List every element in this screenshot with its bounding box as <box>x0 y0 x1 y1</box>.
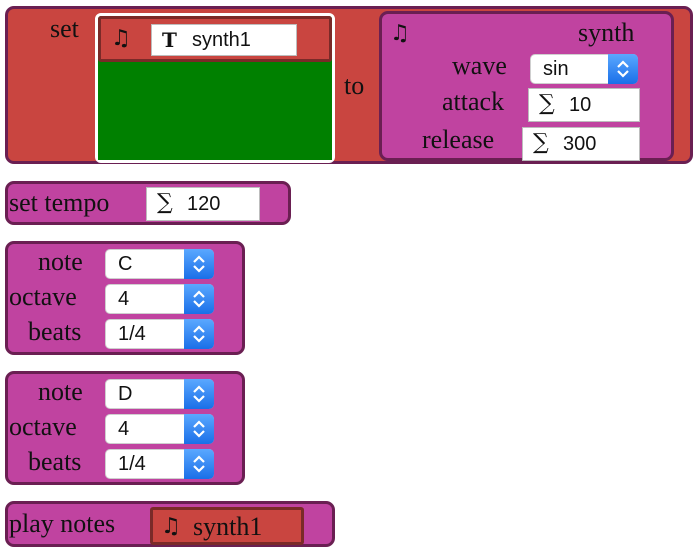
synth-block[interactable]: ♫ synth wave sin attack ∑ 10 release ∑ 3… <box>379 11 674 161</box>
note-value: D <box>118 383 133 405</box>
release-value: 300 <box>563 133 597 155</box>
play-notes-block[interactable]: play notes ♫ synth1 <box>5 501 335 547</box>
set-block[interactable]: set ♫ T synth1 to ♫ synth wave sin attac… <box>5 6 693 164</box>
attack-field[interactable]: ∑ 10 <box>528 88 640 122</box>
octave-select[interactable]: 4 <box>105 414 214 444</box>
note-select[interactable]: C <box>105 249 214 279</box>
attack-value: 10 <box>569 94 592 116</box>
select-arrows-icon <box>184 379 214 409</box>
wave-select[interactable]: sin <box>530 54 638 84</box>
set-label: set <box>50 14 79 43</box>
octave-value: 4 <box>118 418 130 440</box>
music-note-icon: ♫ <box>390 21 410 46</box>
music-note-icon: ♫ <box>111 26 131 51</box>
octave-select[interactable]: 4 <box>105 284 214 314</box>
text-icon: T <box>162 28 177 52</box>
sigma-icon: ∑ <box>539 91 555 116</box>
beats-value: 1/4 <box>118 323 146 345</box>
music-note-icon: ♫ <box>161 514 181 539</box>
select-arrows-icon <box>184 449 214 479</box>
octave-label: octave <box>9 282 77 311</box>
note-label: note <box>38 247 83 276</box>
variable-slot[interactable]: ♫ T synth1 <box>95 13 335 163</box>
beats-label: beats <box>28 447 82 476</box>
select-arrows-icon <box>184 249 214 279</box>
synth-variable-name: synth1 <box>193 512 263 541</box>
sigma-icon: ∑ <box>157 190 173 215</box>
variable-block[interactable]: ♫ T synth1 <box>98 16 332 62</box>
to-label: to <box>344 71 365 100</box>
note-block[interactable]: note D octave 4 beats 1/4 <box>5 371 245 485</box>
set-tempo-label: set tempo <box>9 188 110 217</box>
note-label: note <box>38 377 83 406</box>
octave-value: 4 <box>118 288 130 310</box>
set-tempo-block[interactable]: set tempo ∑ 120 <box>5 181 291 225</box>
note-value: C <box>118 253 133 275</box>
wave-label: wave <box>452 51 507 80</box>
select-arrows-icon <box>184 414 214 444</box>
play-notes-label: play notes <box>9 509 116 538</box>
beats-value: 1/4 <box>118 453 146 475</box>
release-field[interactable]: ∑ 300 <box>522 127 640 161</box>
select-arrows-icon <box>184 319 214 349</box>
tempo-value: 120 <box>187 193 221 215</box>
beats-label: beats <box>28 317 82 346</box>
sigma-icon: ∑ <box>533 130 549 155</box>
tempo-field[interactable]: ∑ 120 <box>146 187 260 221</box>
octave-label: octave <box>9 412 77 441</box>
variable-name-value: synth1 <box>192 29 251 51</box>
release-label: release <box>422 125 495 154</box>
beats-select[interactable]: 1/4 <box>105 319 214 349</box>
beats-select[interactable]: 1/4 <box>105 449 214 479</box>
select-arrows-icon <box>184 284 214 314</box>
attack-label: attack <box>442 87 505 116</box>
synth-title: synth <box>578 18 635 47</box>
variable-slot-body[interactable] <box>98 62 332 160</box>
variable-name-field[interactable]: T synth1 <box>151 24 297 56</box>
note-select[interactable]: D <box>105 379 214 409</box>
note-block[interactable]: note C octave 4 beats 1/4 <box>5 241 245 355</box>
synth-variable-block[interactable]: ♫ synth1 <box>150 507 304 545</box>
wave-value: sin <box>543 58 569 80</box>
select-arrows-icon <box>608 54 638 84</box>
